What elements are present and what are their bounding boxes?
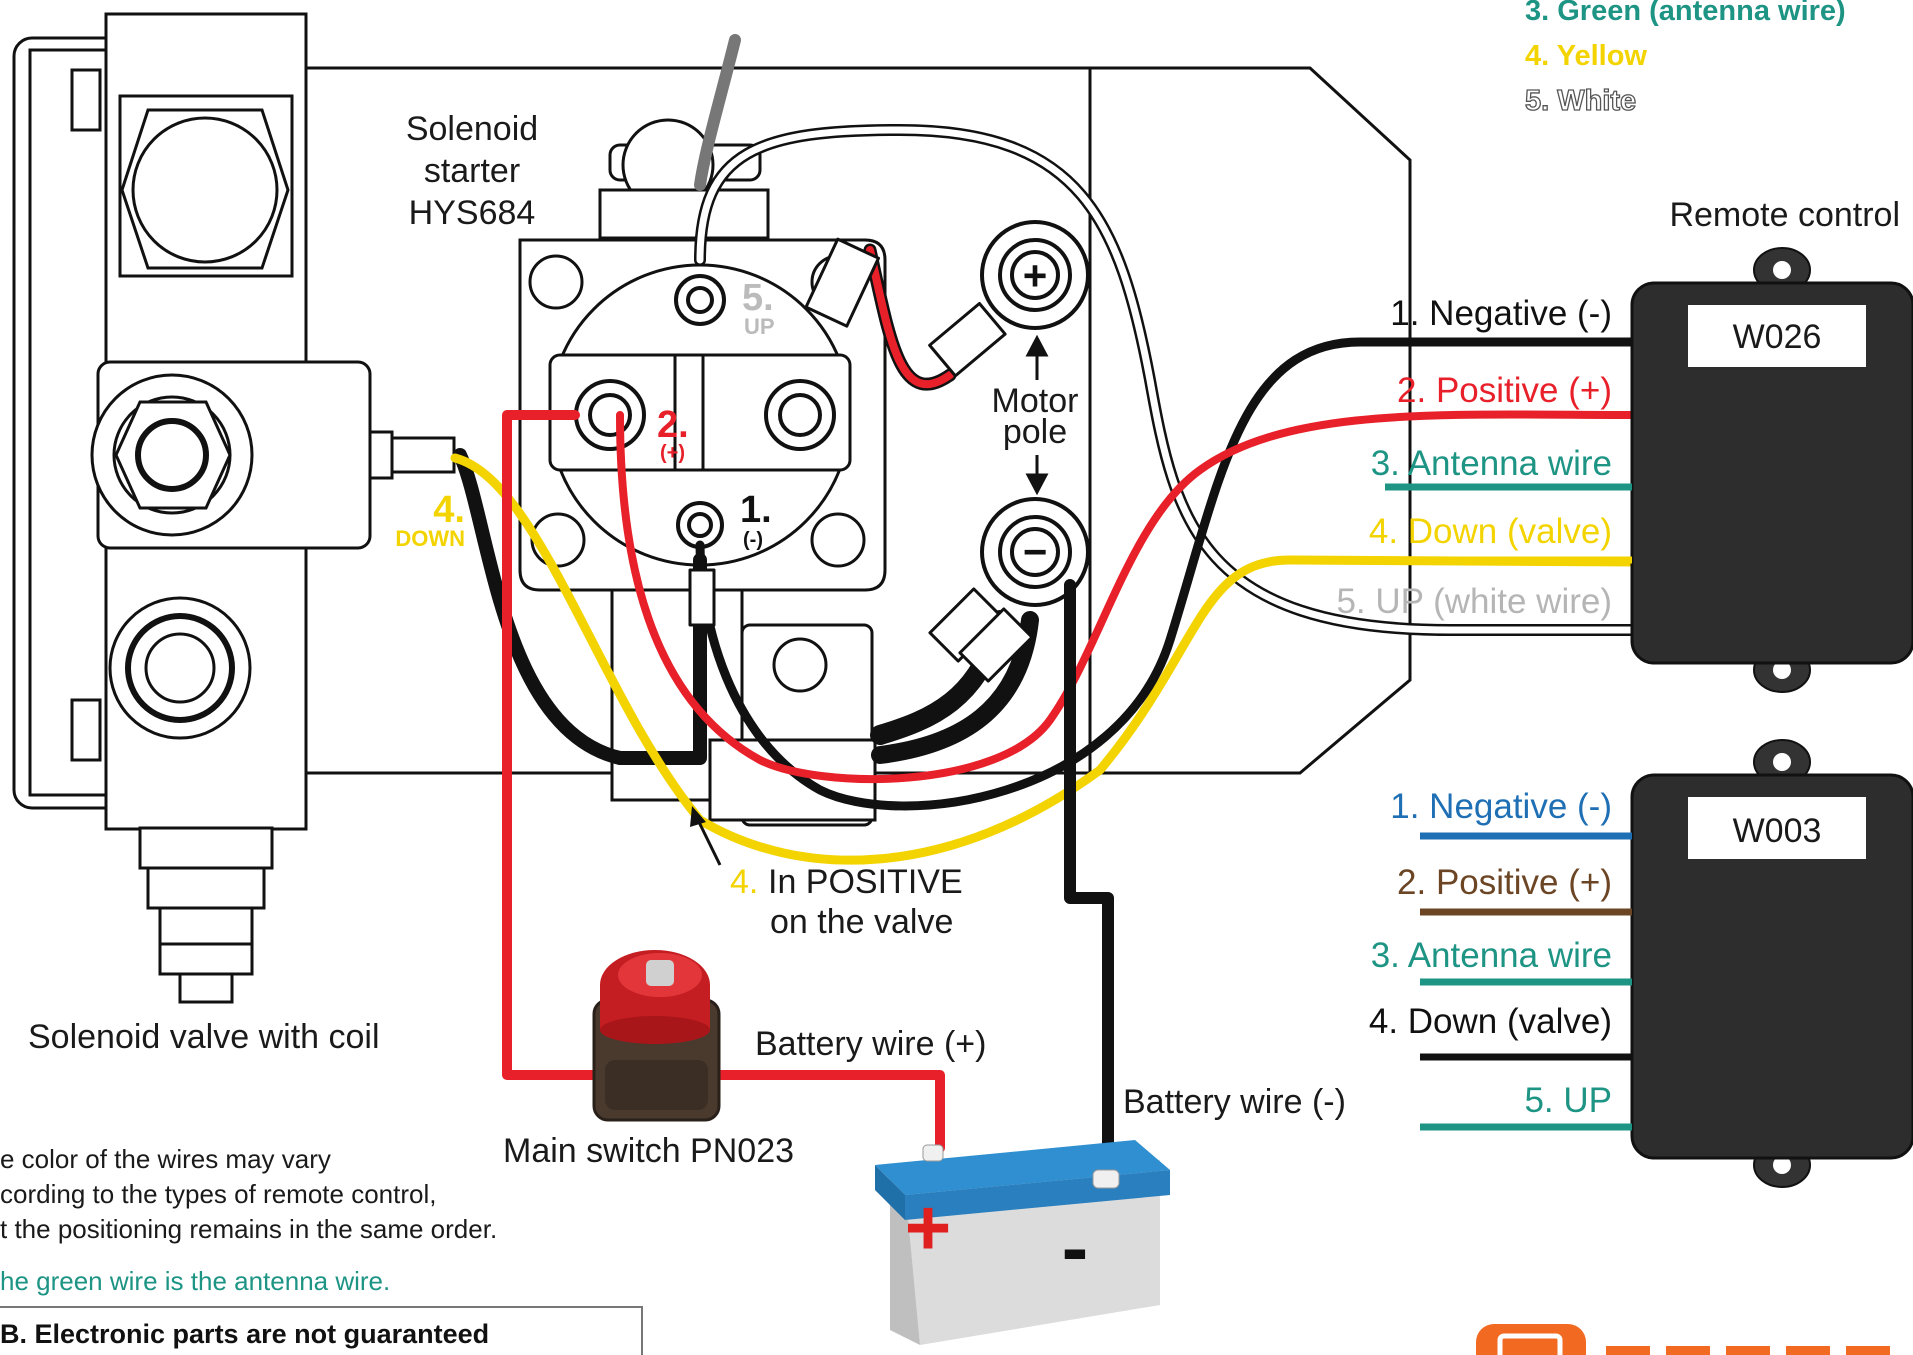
terminal-down-number: 4. bbox=[433, 489, 465, 531]
motor-pole-label-line2: pole bbox=[1003, 413, 1067, 451]
motor-pole-negative: − bbox=[980, 497, 1090, 607]
battery-positive-wire bbox=[502, 410, 617, 1080]
starter-label-line3: HYS684 bbox=[409, 194, 536, 232]
black-coil-wire bbox=[453, 448, 707, 765]
remote-w003: W003 bbox=[1630, 739, 1913, 1188]
solenoid-starter-label: Solenoid starter HYS684 bbox=[406, 110, 538, 232]
battery-negative-label: Battery wire (-) bbox=[1123, 1083, 1346, 1121]
valve-note-line1: In POSITIVE bbox=[768, 863, 963, 901]
w003-labels: 1. Negative (-) 2. Positive (+) 3. Anten… bbox=[1369, 787, 1612, 1120]
w026-wires bbox=[1385, 483, 1632, 564]
battery: + - bbox=[875, 1140, 1170, 1345]
motor-pole-arrows bbox=[1025, 334, 1049, 496]
legend-yellow: 4. Yellow bbox=[1525, 40, 1647, 72]
note-line3: t the positioning remains in the same or… bbox=[0, 1214, 497, 1244]
main-switch bbox=[592, 950, 721, 1122]
remote-w003-name: W003 bbox=[1733, 812, 1822, 850]
starter-label-line2: starter bbox=[424, 152, 520, 190]
red-positive-wire bbox=[616, 410, 1644, 783]
w026-wire-label: 5. UP (white wire) bbox=[1336, 582, 1612, 621]
w003-wire-label: 4. Down (valve) bbox=[1369, 1002, 1612, 1041]
legend-white: 5. White bbox=[1525, 85, 1636, 117]
motor-pole-positive: + bbox=[980, 220, 1090, 330]
note-line1: e color of the wires may vary bbox=[0, 1144, 331, 1174]
valve-note-line2: on the valve bbox=[770, 903, 953, 941]
notes: e color of the wires may vary cording to… bbox=[0, 1144, 497, 1296]
wires bbox=[450, 34, 1646, 1166]
w026-wire-label: 2. Positive (+) bbox=[1397, 371, 1612, 410]
battery-negative-wire bbox=[1064, 579, 1114, 1166]
solenoid-valve-label: Solenoid valve with coil bbox=[28, 1018, 380, 1056]
motor-minus-symbol: − bbox=[1023, 528, 1048, 575]
w003-wire-label: 5. UP bbox=[1524, 1081, 1612, 1120]
terminal-negative-number: 1. bbox=[740, 489, 772, 531]
solenoid-valve bbox=[12, 12, 456, 1004]
main-switch-label: Main switch PN023 bbox=[503, 1132, 794, 1170]
note-line2: cording to the types of remote control, bbox=[0, 1179, 436, 1209]
w003-wire-label: 3. Antenna wire bbox=[1371, 936, 1612, 975]
valve-note-number: 4. bbox=[730, 863, 758, 901]
remote-w026-name: W026 bbox=[1733, 318, 1822, 356]
yellow-down-wire bbox=[450, 453, 1645, 865]
w003-wires bbox=[1420, 832, 1632, 1131]
warning-text: B. Electronic parts are not guaranteed bbox=[0, 1319, 489, 1349]
battery-minus-symbol: - bbox=[1062, 1203, 1089, 1292]
battery-plus-symbol: + bbox=[905, 1183, 952, 1272]
starter-label-line1: Solenoid bbox=[406, 110, 538, 148]
terminal-negative-text: (-) bbox=[743, 529, 763, 551]
remote-control-title: Remote control bbox=[1669, 196, 1900, 234]
motor-pole-label-line1: Motor bbox=[992, 382, 1079, 420]
terminal-up-text: UP bbox=[744, 314, 775, 339]
black-negative-wire bbox=[695, 337, 1645, 811]
w026-labels: 1. Negative (-) 2. Positive (+) 3. Anten… bbox=[1336, 294, 1612, 621]
legend-green: 3. Green (antenna wire) bbox=[1525, 0, 1846, 27]
solenoid-starter bbox=[518, 118, 887, 827]
terminal-positive-number: 2. bbox=[657, 404, 689, 446]
w003-wire-label: 1. Negative (-) bbox=[1390, 787, 1612, 826]
w026-wire-label: 1. Negative (-) bbox=[1390, 294, 1612, 333]
terminal-up-number: 5. bbox=[742, 277, 774, 319]
antenna-cable bbox=[694, 34, 741, 191]
terminal-positive-text: (+) bbox=[660, 442, 685, 464]
remote-w026: W026 bbox=[1630, 247, 1913, 693]
note-green: he green wire is the antenna wire. bbox=[0, 1266, 390, 1296]
terminal-down-text: DOWN bbox=[395, 526, 465, 551]
color-legend: 3. Green (antenna wire) 4. Yellow 5. Whi… bbox=[1524, 0, 1846, 118]
brand-logo bbox=[1476, 1324, 1890, 1355]
w003-wire-label: 2. Positive (+) bbox=[1397, 863, 1612, 902]
motor-plus-symbol: + bbox=[1023, 252, 1048, 299]
w026-wire-label: 4. Down (valve) bbox=[1369, 512, 1612, 551]
warning-box bbox=[0, 1306, 643, 1355]
pointer-arrow bbox=[690, 806, 722, 866]
battery-positive-label: Battery wire (+) bbox=[755, 1025, 986, 1063]
w026-wire-label: 3. Antenna wire bbox=[1371, 444, 1612, 483]
